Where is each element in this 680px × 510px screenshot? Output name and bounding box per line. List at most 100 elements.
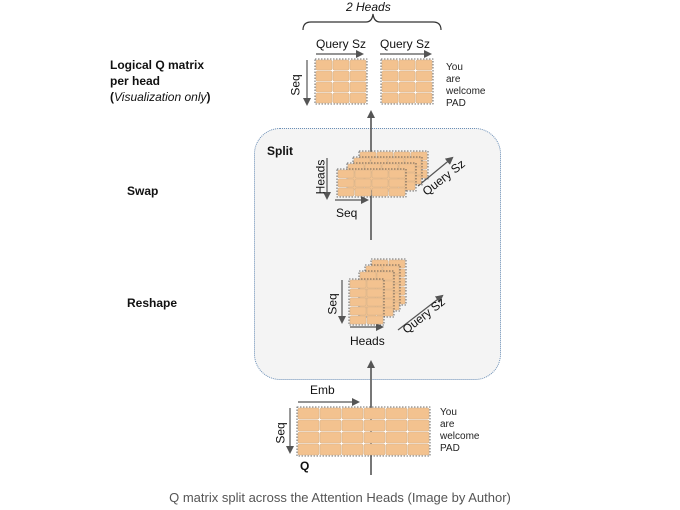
matrix-cell [349,70,367,82]
matrix-cell [388,187,406,197]
query-sz-label-1: Query Sz [316,37,367,51]
matrix-cell [332,92,350,104]
matrix-cell [349,315,367,325]
matrix-cell [349,279,367,289]
matrix-cell [354,178,372,188]
matrix-cell [398,70,416,82]
logical-q-title-line2: per head [110,74,161,88]
head-matrix-1 [314,58,368,105]
matrix-cell [381,70,399,82]
reshape-query-arrow [397,294,444,331]
reshape-layer-1 [348,278,385,326]
split-title: Split [267,144,293,158]
matrix-cell [371,178,389,188]
paren-open: ( [110,90,114,104]
matrix-cell [407,443,430,456]
swap-seq-label: Seq [336,206,358,220]
matrix-cell [319,431,342,444]
matrix-cell [366,315,384,325]
pad-token: You [440,407,457,418]
matrix-cell [319,443,342,456]
matrix-cell [349,288,367,298]
reshape-heads-label: Heads [350,334,385,348]
matrix-cell [341,407,364,420]
matrix-cell [297,407,320,420]
q-matrix [296,406,431,457]
matrix-border [296,406,431,457]
swap-query-arrow [417,156,454,187]
matrix-cell [385,431,408,444]
matrix-cell [366,297,384,307]
matrix-cell [407,431,430,444]
pad-token: PAD [440,443,460,454]
matrix-cell [381,81,399,93]
matrix-cell [315,81,333,93]
matrix-cell [337,187,355,197]
matrix-cell [354,187,372,197]
q-matrix-label: Q [300,459,310,473]
swap-layer-1 [336,168,407,198]
emb-label: Emb [310,383,335,397]
matrix-border [336,168,407,198]
matrix-border [348,278,385,326]
matrix-cell [366,279,384,289]
bottom-seq-label: Seq [273,422,288,444]
matrix-cell [315,59,333,71]
matrix-cell [319,407,342,420]
visualization-only-note: Visualization only [114,90,207,104]
pad-token: are [440,419,455,430]
paren-close: ) [206,90,211,104]
matrix-cell [415,81,433,93]
matrix-cell [388,178,406,188]
head-matrix-2 [380,58,434,105]
pad-token: welcome [440,431,480,442]
matrix-cell [337,169,355,179]
matrix-cell [366,306,384,316]
matrix-cell [349,306,367,316]
matrix-cell [415,59,433,71]
matrix-cell [332,81,350,93]
bottom-pad-list: You are welcome PAD [440,407,479,455]
logical-q-title-line3: (Visualization only) [110,90,211,104]
matrix-cell [363,443,386,456]
matrix-cell [385,419,408,432]
pad-token: You [446,62,463,73]
matrix-cell [398,81,416,93]
pad-token: welcome [446,86,486,97]
matrix-cell [415,92,433,104]
matrix-cell [363,431,386,444]
pad-token: PAD [446,98,466,109]
two-heads-label: 2 Heads [346,0,391,14]
matrix-border [380,58,434,105]
matrix-cell [385,443,408,456]
matrix-cell [332,59,350,71]
matrix-cell [381,92,399,104]
top-seq-label: Seq [288,74,303,96]
matrix-cell [332,70,350,82]
matrix-cell [363,419,386,432]
logical-q-title-line1: Logical Q matrix [110,58,205,72]
matrix-cell [341,431,364,444]
matrix-cell [341,419,364,432]
reshape-seq-label: Seq [325,293,340,315]
matrix-cell [297,443,320,456]
matrix-cell [354,169,372,179]
matrix-cell [315,70,333,82]
matrix-cell [415,70,433,82]
swap-heads-label: Heads [313,159,328,195]
matrix-cell [398,59,416,71]
matrix-cell [349,92,367,104]
matrix-cell [371,169,389,179]
matrix-cell [297,419,320,432]
matrix-cell [337,178,355,188]
matrix-cell [385,407,408,420]
matrix-cell [319,419,342,432]
matrix-cell [315,92,333,104]
matrix-cell [398,92,416,104]
matrix-cell [349,297,367,307]
matrix-cell [381,59,399,71]
pad-token: are [446,74,461,85]
matrix-cell [407,407,430,420]
matrix-cell [407,419,430,432]
